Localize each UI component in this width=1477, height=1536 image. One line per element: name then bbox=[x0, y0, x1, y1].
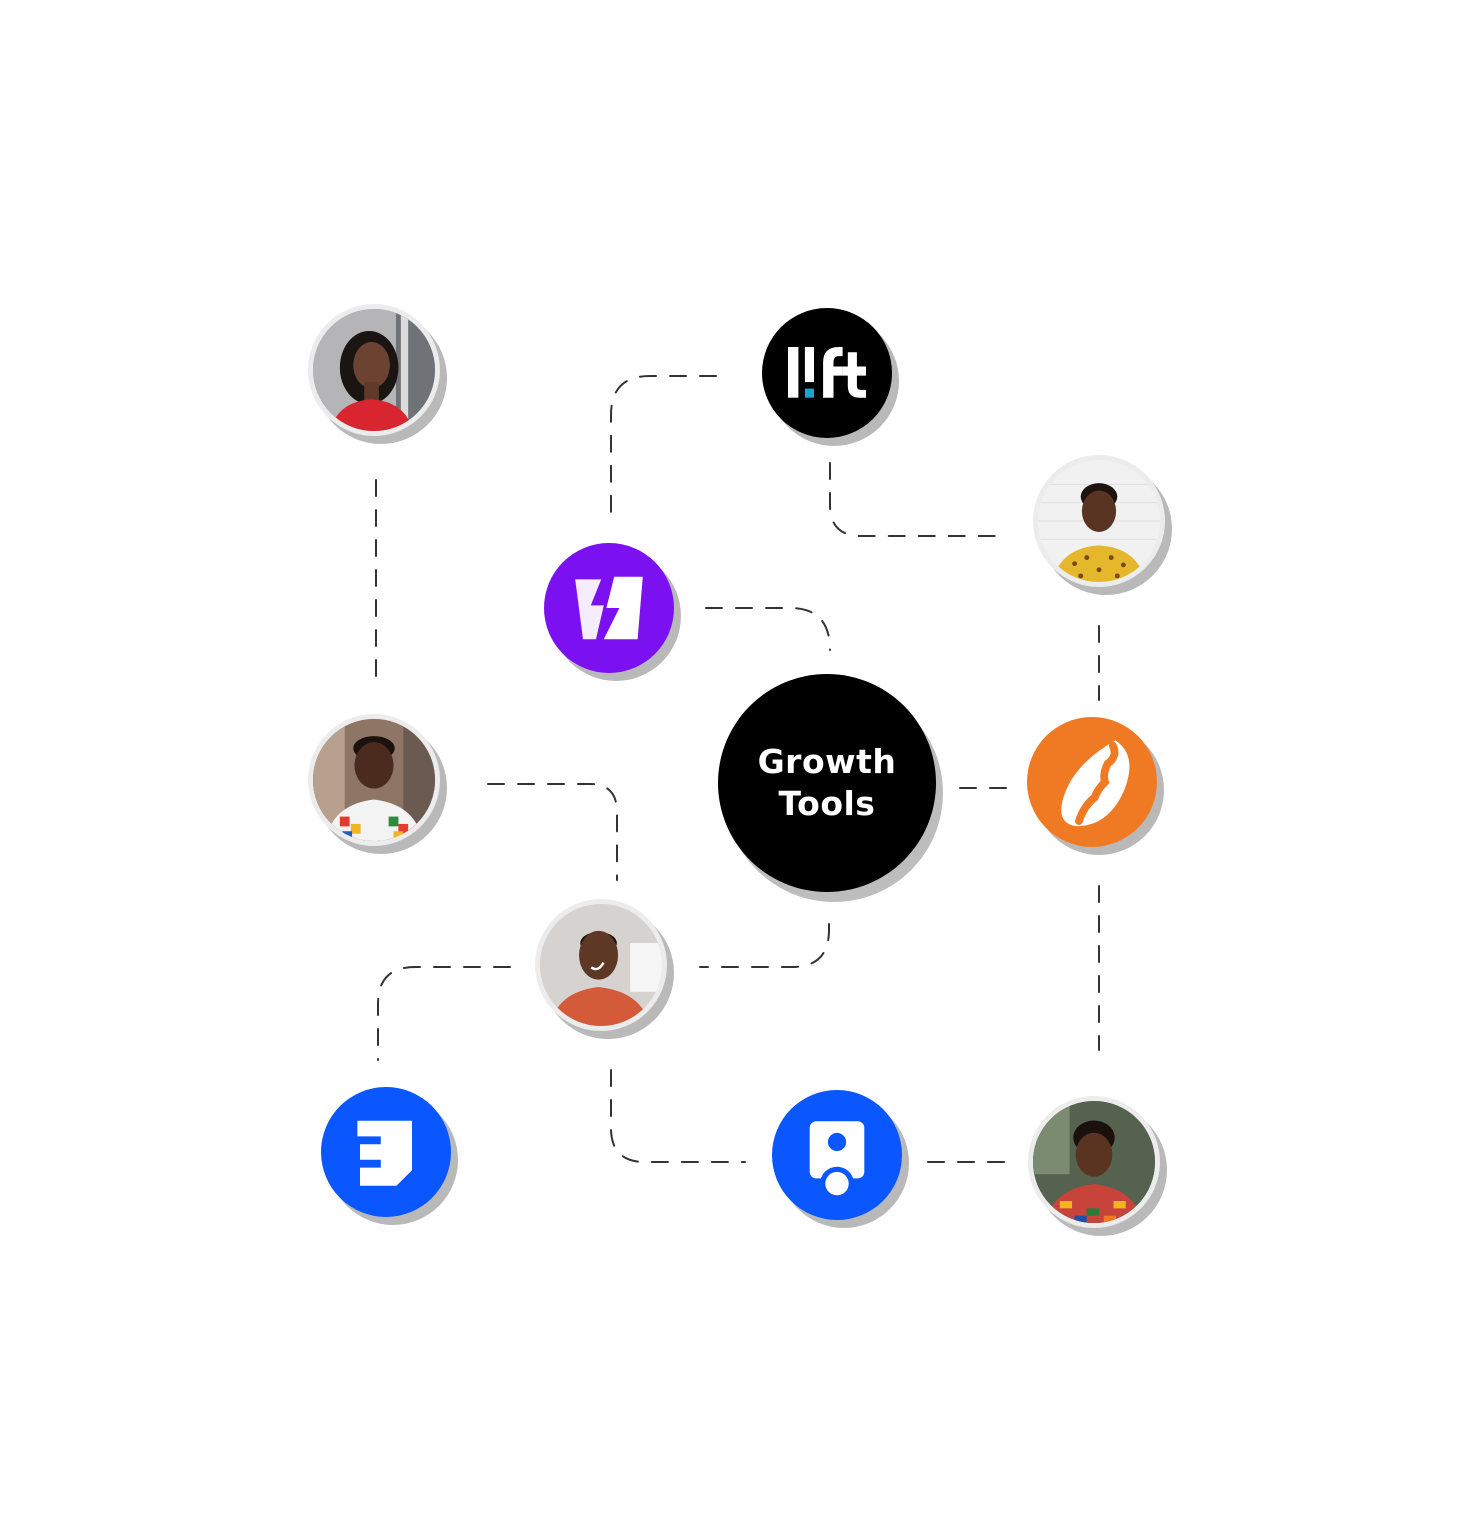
hub-label: Growth Tools bbox=[757, 742, 897, 823]
avatar-woman-kente bbox=[1028, 1096, 1160, 1228]
cocoa-pod-icon bbox=[1061, 740, 1130, 827]
avatar-woman-red-top bbox=[308, 304, 440, 436]
person-avatar bbox=[1033, 1101, 1155, 1223]
person-avatar bbox=[313, 719, 435, 841]
avatar-man-patterned-shirt bbox=[308, 714, 440, 846]
blue-document-logo bbox=[321, 1087, 451, 1217]
lightning-bolt-icon bbox=[575, 576, 643, 640]
connector-lift-to-bolt bbox=[610, 375, 717, 521]
connector-bolt-to-hub bbox=[705, 607, 831, 651]
lift-logo-icon bbox=[788, 347, 866, 398]
connector-lift-to-yellow bbox=[829, 462, 997, 537]
connector-hub-to-orangeshirt bbox=[699, 923, 830, 968]
person-icon bbox=[809, 1121, 865, 1201]
avatar-man-yellow-shirt bbox=[1033, 455, 1165, 587]
connector-patterned-to-orangeshirt bbox=[487, 783, 618, 881]
growth-tools-hub: Growth Tools bbox=[718, 674, 936, 892]
person-avatar bbox=[313, 309, 435, 431]
person-avatar bbox=[540, 904, 662, 1026]
person-avatar bbox=[1038, 460, 1160, 582]
connector-orangeshirt-to-person bbox=[610, 1069, 746, 1163]
orange-cocoa-logo bbox=[1027, 717, 1157, 847]
connector-orangeshirt-to-doc bbox=[377, 966, 511, 1061]
avatar-man-orange-shirt bbox=[535, 899, 667, 1031]
purple-bolt-logo bbox=[544, 543, 674, 673]
lift-logo bbox=[762, 308, 892, 438]
document-icon bbox=[357, 1120, 412, 1186]
blue-person-logo bbox=[772, 1090, 902, 1220]
